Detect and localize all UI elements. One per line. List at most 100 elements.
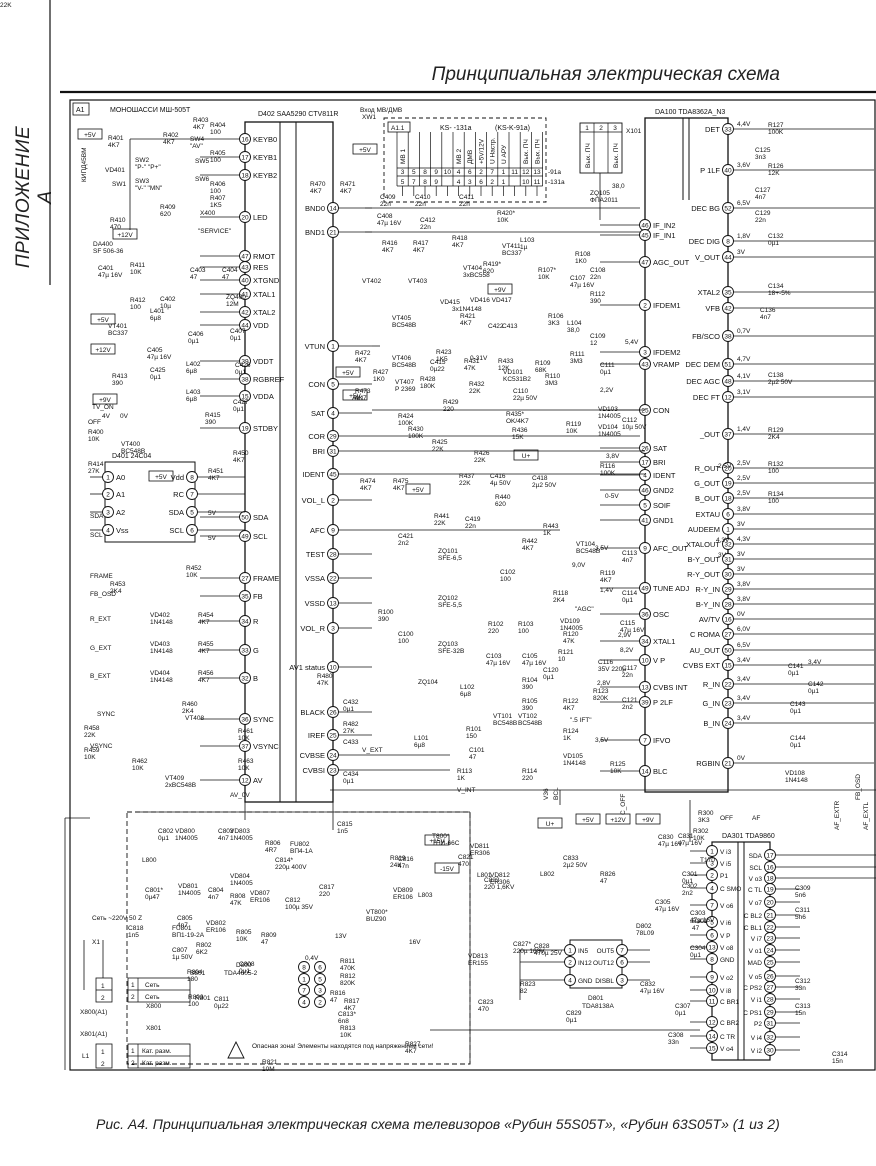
signal-label: BCL (553, 787, 560, 800)
component-ref: L403 (186, 389, 201, 396)
pin-number: 22 (724, 681, 732, 688)
pin-number: 10 (708, 987, 716, 994)
component-ref: R418 (452, 235, 468, 242)
component-value: 47µ 16V (640, 988, 665, 995)
pin-circle (722, 697, 734, 709)
component-ref: C811 (214, 996, 229, 1003)
pin-number: 14 (708, 1033, 716, 1040)
da100-pin-label: CVBS EXT (683, 661, 721, 670)
pin-number: 51 (724, 361, 732, 368)
pin-number: 7 (190, 491, 194, 498)
component-ref: R482 (343, 721, 359, 728)
component-ref: R470 (310, 181, 326, 188)
pin-number: 14 (329, 205, 337, 212)
component-ref: VD803 (230, 828, 250, 835)
pin-number: 20 (766, 899, 774, 906)
component-ref: VD103 (598, 406, 618, 413)
pin-number: 9 (710, 974, 714, 981)
pin-number: 31 (766, 1020, 774, 1027)
component-ref: R118 (553, 590, 568, 597)
d402-pin-label: CON (308, 380, 325, 389)
pin-circle (327, 340, 339, 352)
component-ref: R817 (344, 998, 360, 1005)
component-ref: C110 (513, 388, 528, 395)
pin-number: 48 (724, 378, 732, 385)
component-ref: C426 (235, 362, 251, 369)
tuner-pin: 2 (490, 179, 494, 186)
tuner-row-label: -91a (548, 169, 561, 176)
power-rail-label: +5V (582, 817, 594, 824)
pin-circle (239, 774, 251, 786)
component-ref: R125 (610, 761, 626, 768)
component-value: BC548B (493, 720, 517, 727)
component-ref: R821 (262, 1059, 278, 1066)
pin-number: 31 (724, 556, 732, 563)
component-ref: C309 (795, 885, 811, 892)
component-ref: C107 (570, 275, 586, 282)
component-ref: C402 (160, 296, 176, 303)
component-ref: VD800 (175, 828, 195, 835)
pin-circle (639, 681, 651, 693)
signal-label: SCL (90, 532, 103, 539)
component-ref: L800 (142, 857, 157, 864)
component-ref: C412 (420, 217, 436, 224)
d402-pin-label: KEYB1 (253, 153, 277, 162)
component-ref: VT403 (408, 278, 428, 285)
pin-circle (706, 916, 718, 928)
component-ref: R107* (538, 267, 557, 274)
component-ref: VD813 (468, 953, 488, 960)
pin-circle (706, 882, 718, 894)
component-ref: C411 (459, 194, 474, 201)
component-value: 100µ 35V (285, 904, 314, 911)
component-ref: C829 (566, 1010, 582, 1017)
d402-pin-label: SDA (253, 513, 268, 522)
component-value: ER155 (468, 960, 488, 967)
component-value: 68K (535, 367, 547, 374)
power-rail-label: +12V (117, 232, 133, 239)
row-number: 2 (131, 994, 135, 1001)
power-rail-label: -15V (440, 866, 454, 873)
pin-number: 17 (641, 459, 649, 466)
component-ref: L401 (150, 308, 165, 315)
component-value: 3K3 (698, 817, 710, 824)
da301-pin-label: SCL (749, 865, 762, 872)
component-value: 180K (420, 383, 436, 390)
pin-number: 44 (241, 322, 249, 329)
pin-circle (639, 229, 651, 241)
pin-circle (722, 492, 734, 504)
component-value: 0µ1 (600, 369, 611, 376)
pin-voltage: 6,0V (737, 626, 751, 633)
tuner-pin: 13 (533, 169, 541, 176)
component-value: 22n (415, 201, 426, 208)
component-ref: R301 (692, 918, 708, 925)
component-value: 82 (520, 988, 528, 995)
pin-voltage: 4,7V (737, 356, 751, 363)
pin-voltage: 6,5V (737, 200, 751, 207)
component-ref: SW6 (195, 176, 209, 183)
pin-voltage: 4,1V (737, 373, 751, 380)
component-ref: R127 (768, 122, 784, 129)
signal-label: ".5 IFT" (570, 717, 592, 724)
component-ref: C812 (285, 897, 301, 904)
tuner-pin: 5 (412, 169, 416, 176)
component-value: 220µ 400V (275, 864, 307, 871)
signal-label: 3,8V (606, 453, 620, 460)
pin-circle (639, 346, 651, 358)
pin-circle (722, 508, 734, 520)
pin-voltage: 1,8V (737, 233, 751, 240)
pin-circle (722, 123, 734, 135)
component-value: 22K (474, 457, 486, 464)
pin-number: 16 (724, 616, 732, 623)
pin-circle (327, 407, 339, 419)
pin-number: 45 (641, 232, 649, 239)
component-value: 5n6 (795, 892, 806, 899)
component-ref: VD811 (470, 843, 490, 850)
component-value: 4K7 (405, 1048, 417, 1055)
component-value: 4K7 (208, 475, 220, 482)
component-value: 22n (465, 523, 476, 530)
x801-arrow: X801 (146, 1025, 162, 1032)
power-rail-label: +5V (155, 474, 167, 481)
component-ref: C304 (690, 945, 706, 952)
pin-number: 3 (710, 860, 714, 867)
component-ref: C416 (490, 473, 506, 480)
